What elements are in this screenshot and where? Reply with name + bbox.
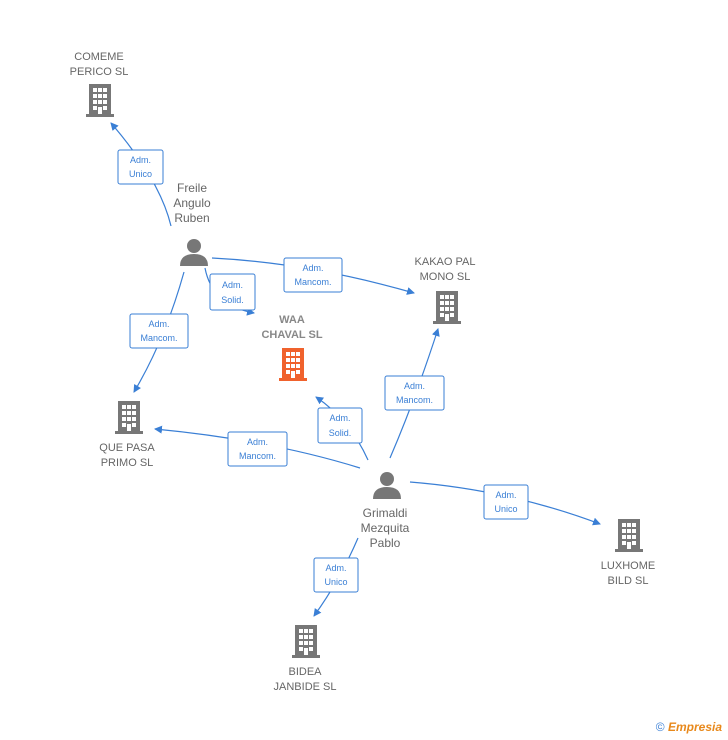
badge-role-text: Adm. — [222, 280, 243, 290]
edge-badge-grimaldi-waa: Adm. Solid. — [317, 407, 363, 444]
building-icon — [86, 84, 114, 117]
edge-badge-freile-waa: Adm. Solid. — [209, 273, 256, 311]
person-name-line: Ruben — [174, 211, 209, 225]
edge-badge-freile-kakao: Adm. Mancom. — [283, 257, 343, 293]
company-name-line: WAA — [279, 314, 305, 326]
company-name-line: BIDEA — [288, 666, 322, 678]
building-icon — [433, 291, 461, 324]
company-node-luxhome[interactable]: LUXHOME BILD SL — [601, 519, 655, 587]
badge-role-text: Adm. — [130, 155, 151, 165]
building-icon — [292, 625, 320, 658]
edge-badge-freile-comeme: Adm. Unico — [117, 149, 164, 185]
edge-badge-grimaldi-luxhome: Adm. Unico — [483, 484, 529, 520]
edge-badge-freile-quepasa: Adm. Mancom. — [129, 313, 189, 349]
copyright-symbol: © — [655, 720, 665, 734]
building-icon — [615, 519, 643, 552]
person-name-line: Pablo — [370, 536, 401, 550]
edge-badge-grimaldi-quepasa: Adm. Mancom. — [227, 431, 288, 467]
badge-role-text: Adm. — [148, 319, 169, 329]
company-node-comeme[interactable]: COMEME PERICO SL — [70, 51, 129, 117]
company-name-line: QUE PASA — [99, 442, 155, 454]
building-icon — [279, 348, 307, 381]
person-name-line: Freile — [177, 181, 207, 195]
badge-type-text: Mancom. — [239, 451, 276, 461]
brand-logo[interactable]: Empresia — [667, 720, 722, 734]
badge-type-text: Mancom. — [294, 277, 331, 287]
company-name-line: LUXHOME — [601, 560, 655, 572]
company-name-line: JANBIDE SL — [274, 681, 337, 693]
badge-type-text: Unico — [494, 504, 517, 514]
company-node-kakao[interactable]: KAKAO PAL MONO SL — [415, 256, 476, 324]
company-node-bidea[interactable]: BIDEA JANBIDE SL — [274, 625, 337, 693]
edge-badge-grimaldi-bidea: Adm. Unico — [313, 557, 359, 593]
badge-role-text: Adm. — [302, 263, 323, 273]
company-name-line: PRIMO SL — [101, 457, 154, 469]
company-name-line: MONO SL — [420, 271, 471, 283]
person-node-freile[interactable]: Freile Angulo Ruben — [173, 181, 211, 266]
badge-type-text: Mancom. — [140, 333, 177, 343]
badge-role-text: Adm. — [404, 381, 425, 391]
person-name-line: Mezquita — [361, 521, 410, 535]
person-name-line: Angulo — [173, 196, 211, 210]
badge-role-text: Adm. — [325, 563, 346, 573]
company-name-line: COMEME — [74, 51, 124, 63]
person-icon — [373, 472, 401, 499]
badge-type-text: Mancom. — [396, 395, 433, 405]
badge-role-text: Adm. — [247, 437, 268, 447]
edge-badge-grimaldi-kakao: Adm. Mancom. — [384, 375, 445, 411]
company-name-line: BILD SL — [608, 575, 649, 587]
badge-type-text: Solid. — [329, 428, 352, 438]
company-name-line: KAKAO PAL — [415, 256, 476, 268]
badge-role-text: Adm. — [495, 490, 516, 500]
company-name-line: CHAVAL SL — [261, 329, 322, 341]
badge-type-text: Unico — [324, 577, 347, 587]
person-node-grimaldi[interactable]: Grimaldi Mezquita Pablo — [361, 472, 410, 550]
badge-role-text: Adm. — [329, 413, 350, 423]
person-name-line: Grimaldi — [363, 506, 408, 520]
badge-type-text: Unico — [129, 169, 152, 179]
badge-type-text: Solid. — [221, 295, 244, 305]
building-icon — [115, 401, 143, 434]
company-node-quepasa[interactable]: QUE PASA PRIMO SL — [99, 401, 155, 469]
footer-credit: © Empresia — [656, 720, 722, 734]
person-icon — [180, 239, 208, 266]
company-name-line: PERICO SL — [70, 66, 129, 78]
company-node-waa[interactable]: WAA CHAVAL SL — [261, 314, 323, 381]
